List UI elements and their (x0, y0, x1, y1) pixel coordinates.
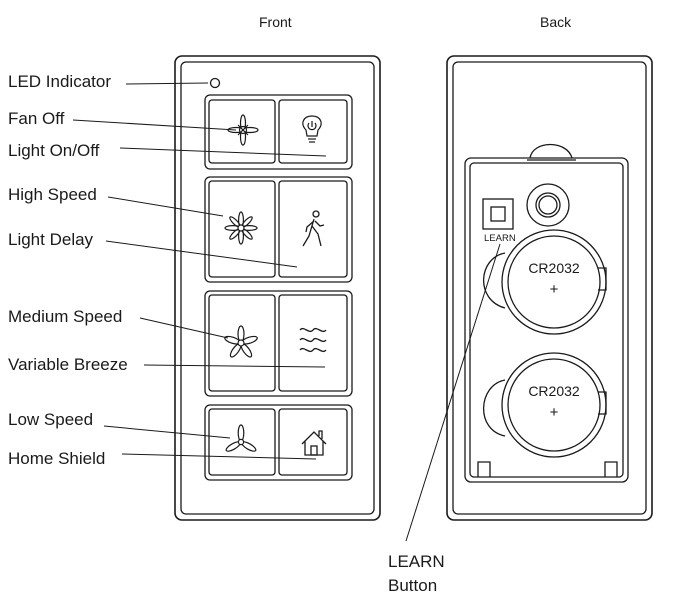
button-group-medium-breeze (204, 290, 353, 397)
light-onoff-button (278, 99, 348, 164)
high-speed-label: High Speed (8, 185, 97, 204)
round-contact-outer (526, 183, 570, 227)
low-speed-fan-icon (225, 424, 257, 452)
variable-breeze-label: Variable Breeze (8, 355, 128, 374)
light-delay-label: Light Delay (8, 230, 94, 249)
walking-person-icon (302, 210, 325, 247)
front-view-header: Front (259, 14, 292, 30)
fan-off-icon (227, 114, 259, 146)
medium-speed-label: Medium Speed (8, 307, 123, 326)
medium-speed-button (208, 294, 276, 392)
back-remote-body (446, 55, 653, 521)
compartment-notch (529, 144, 573, 159)
learn-caption-line2: Button (388, 576, 438, 595)
learn-caption-line1: LEARN (388, 552, 445, 571)
learn-button[interactable] (482, 198, 514, 230)
low-speed-button (208, 408, 276, 476)
learn-button-caption: LEARN Button (388, 550, 445, 598)
breeze-waves-icon (299, 327, 327, 353)
high-speed-button (208, 180, 276, 278)
low-speed-label: Low Speed (8, 410, 94, 429)
led-indicator (209, 77, 221, 89)
fan-off-button (208, 99, 276, 164)
button-group-low-home (204, 404, 353, 481)
button-group-high-delay (204, 176, 353, 283)
battery-1-model: CR2032 (528, 260, 580, 276)
light-delay-button (278, 180, 348, 278)
home-icon (301, 430, 327, 456)
battery-2-cell (483, 352, 607, 458)
light-bulb-icon (302, 115, 322, 143)
medium-speed-fan-icon (224, 325, 258, 358)
high-speed-fan-icon (224, 211, 258, 245)
learn-leader-line (405, 243, 501, 542)
home-shield-button (278, 408, 348, 476)
battery-1-cell (483, 229, 607, 335)
variable-breeze-button (278, 294, 348, 392)
back-view-header: Back (540, 14, 572, 30)
battery-compartment (464, 157, 629, 483)
battery-1-polarity: + (550, 281, 559, 298)
button-group-fan-off-light (204, 94, 353, 170)
learn-tag-text: LEARN (484, 233, 516, 244)
home-shield-label: Home Shield (8, 449, 106, 468)
front-leader-lines (72, 82, 327, 460)
battery-2-model: CR2032 (528, 383, 580, 399)
led-indicator-label: LED Indicator (8, 72, 111, 91)
light-onoff-label: Light On/Off (8, 141, 100, 160)
fan-off-label: Fan Off (8, 109, 65, 128)
battery-2-polarity: + (550, 404, 559, 421)
front-remote-body (174, 55, 381, 521)
